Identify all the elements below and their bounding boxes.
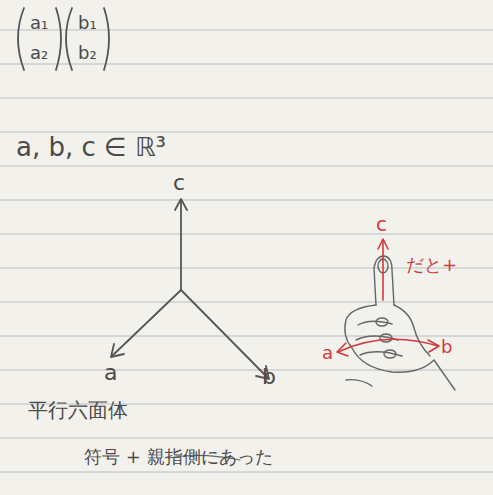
paren [104, 8, 109, 70]
vector-component: a₂ [30, 44, 48, 62]
vector-label: c [376, 214, 387, 234]
vector-label: a [104, 362, 117, 384]
vector-component: a₁ [30, 14, 48, 32]
vector-label: a [322, 344, 333, 362]
paren [66, 8, 72, 70]
hand-drawing [345, 256, 455, 390]
red-vector-c [382, 240, 384, 300]
set-statement: a, b, c ∈ ℝ³ [16, 134, 166, 160]
note-text: 平行六面体 [28, 400, 128, 420]
note-text: だと+ [406, 256, 457, 274]
vector-component: b₁ [78, 14, 97, 32]
note-text: 符号 + 親指側にあった [84, 448, 273, 466]
vector-c [180, 200, 182, 290]
red-rotation-arrow [338, 339, 438, 352]
vector-label: b [262, 366, 276, 388]
vector-label: c [173, 172, 185, 194]
paren [18, 8, 24, 70]
paren [56, 8, 61, 70]
vector-a [112, 290, 181, 356]
vector-label: b [441, 338, 452, 356]
vector-component: b₂ [78, 44, 97, 62]
vector-b [181, 290, 268, 378]
